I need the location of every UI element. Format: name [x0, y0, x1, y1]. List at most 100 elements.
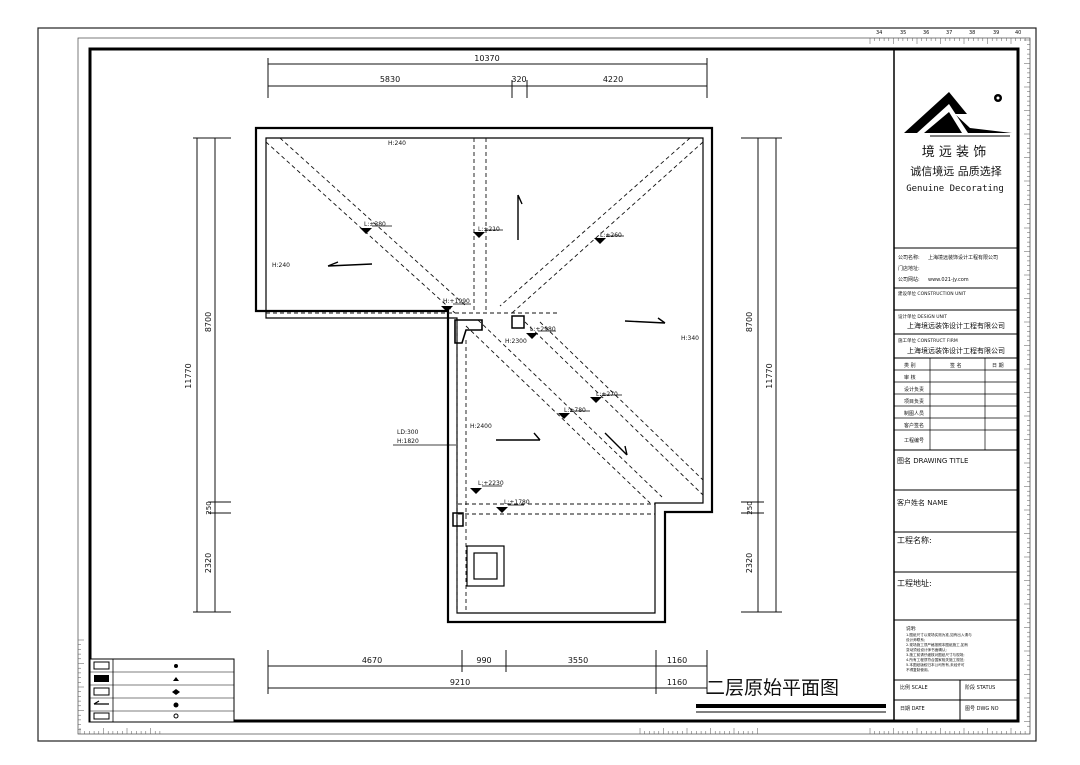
role-label: 设计负责	[904, 386, 924, 393]
client-name-label: 客户姓名 NAME	[897, 498, 948, 507]
project-address-label: 工程地址:	[897, 578, 932, 588]
label-height: H:2300	[505, 338, 527, 345]
dim-bottom-seg: 1160	[667, 656, 687, 665]
dim-left-total: 11770	[184, 363, 193, 388]
note-line: 1.图纸尺寸以现场实测为准,如有出入请与	[906, 632, 972, 637]
dim-bottom-total: 9210	[450, 678, 470, 687]
dim-bottom-seg: 4670	[362, 656, 382, 665]
dim-right-seg: 250	[746, 501, 754, 514]
dimension-bottom: 4670 990 3550 1160 9210 1160	[267, 650, 708, 694]
dim-left-seg: 8700	[204, 312, 213, 332]
dim-right-seg: 8700	[745, 312, 754, 332]
wall-outline	[254, 126, 714, 624]
notes: 说明: 1.图纸尺寸以现场实测为准,如有出入请与 设计师联系; 2.现场施工须严…	[906, 625, 972, 672]
title-block: 境 远 装 饰 诚信境远 品质选择 Genuine Decorating 公司名…	[893, 48, 1019, 722]
company-logo	[904, 92, 1012, 137]
label-ld: LD:300	[397, 429, 419, 436]
title-underline	[696, 704, 886, 708]
company-name-label: 公司名称:	[898, 254, 920, 261]
dim-bottom-seg: 3550	[568, 656, 588, 665]
notes-title: 说明:	[906, 625, 917, 632]
column-small	[511, 315, 525, 329]
leaders	[372, 225, 624, 506]
label-height: H:2400	[470, 423, 492, 430]
label-level: L:±780	[564, 407, 586, 414]
ruler-num: 39	[993, 30, 999, 36]
website-label: 公司网站:	[898, 276, 920, 283]
legend	[89, 658, 235, 723]
construct-company: 上海境远装饰设计工程有限公司	[907, 346, 1005, 355]
void-box-inner	[473, 552, 498, 580]
rulers	[78, 38, 1031, 734]
label-level: L:+1780	[504, 499, 530, 506]
drawing-no-label: 图号 DWG NO	[965, 706, 999, 712]
brand-name: 境 远 装 饰	[922, 145, 986, 160]
shop-address-label: 门店地址:	[898, 265, 920, 272]
label-height: H:240	[388, 140, 406, 147]
ruler-num: 38	[969, 30, 975, 36]
drawing-title: 二层原始平面图	[706, 677, 839, 699]
table-header: 类 别	[904, 362, 916, 369]
label-height: H:240	[272, 262, 290, 269]
website: www.021-jy.com	[928, 277, 969, 283]
company-name: 上海境远装饰设计工程有限公司	[928, 254, 998, 261]
dim-top-seg: 4220	[603, 75, 623, 84]
ruler-frame	[77, 37, 1031, 735]
beam-lines	[265, 137, 704, 613]
label-level: L:+2230	[478, 480, 504, 487]
drawing-frame	[88, 47, 1020, 723]
brand-slogan: 诚信境远 品质选择	[910, 164, 1002, 178]
status-label: 阶段 STATUS	[965, 684, 995, 691]
dim-left-seg: 2320	[204, 553, 213, 573]
column	[454, 319, 483, 344]
ruler-num: 37	[946, 30, 952, 36]
label-level: H:+1990	[443, 298, 470, 305]
slope-arrows	[327, 194, 666, 456]
ruler-num: 34	[876, 30, 882, 36]
note-line: 2.现场施工须严格按照本图纸施工,如有	[906, 642, 968, 647]
role-label: 项目负责	[904, 398, 924, 405]
label-height: H:340	[681, 335, 699, 342]
label-level: L:+2980	[530, 326, 556, 333]
note-line: 设计师联系;	[906, 637, 925, 642]
ruler-num: 35	[900, 30, 906, 36]
dim-left-seg: 250	[205, 501, 213, 514]
role-label: 制图人员	[904, 410, 924, 417]
dim-bottom-seg: 1160	[667, 678, 687, 687]
wall-inner	[265, 137, 704, 614]
note-line: 3.施工前请仔细核对图纸尺寸与现场;	[906, 652, 965, 657]
ruler-num: 40	[1015, 30, 1021, 36]
project-name-label: 工程名称:	[897, 535, 932, 545]
role-label: 审 核	[904, 374, 916, 381]
ruler-num: 36	[923, 30, 929, 36]
note-line: 变动须经设计师书面确认;	[906, 647, 947, 652]
dim-bottom-seg: 990	[476, 656, 491, 665]
construction-unit: 建设单位 CONSTRUCTION UNIT	[898, 290, 966, 297]
label-level: L:±380	[364, 221, 386, 228]
dim-right-seg: 2320	[745, 553, 754, 573]
floor-plan: H:240 H:240 H:340 L:±380 L:±210 L:±260 H…	[254, 126, 714, 624]
ruler-numbers: 34 35 36 37 38 39 40	[876, 30, 1021, 36]
scale-label: 比例 SCALE	[900, 684, 928, 691]
dim-top-seg: 5830	[380, 75, 400, 84]
note-line: 5.本图纸版权归本公司所有,未经许可	[906, 662, 965, 667]
construct-firm: 施工单位 CONSTRUCT FIRM	[898, 337, 958, 344]
design-company: 上海境远装饰设计工程有限公司	[907, 321, 1005, 330]
level-markers	[360, 228, 606, 513]
label-level: L:±210	[478, 226, 500, 233]
date-label: 日期 DATE	[900, 706, 925, 712]
role-label: 工程编号	[904, 437, 924, 444]
dim-top-seg: 320	[511, 75, 526, 84]
signoff-table: 类 别 签 名 日 期 审 核 设计负责 项目负责 制图人员 客户签名 工程编号	[894, 358, 1018, 451]
dim-top-total: 10370	[474, 54, 499, 63]
dim-right-total: 11770	[765, 363, 774, 388]
label-height: H:1820	[397, 438, 419, 445]
role-label: 客户签名	[904, 422, 924, 429]
column-small	[452, 512, 464, 527]
label-level: L:±260	[600, 232, 622, 239]
brand-en: Genuine Decorating	[906, 184, 1004, 194]
table-header: 签 名	[950, 362, 962, 369]
label-level: L:±270	[596, 391, 618, 398]
design-unit: 设计单位 DESIGN UNIT	[898, 313, 947, 320]
